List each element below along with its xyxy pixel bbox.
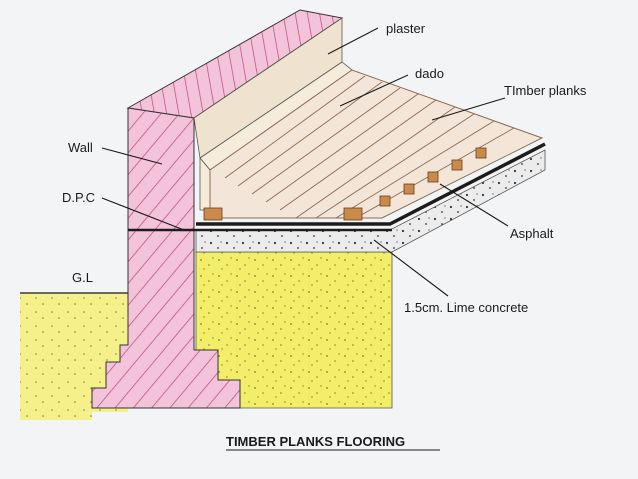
asphalt-label: Asphalt <box>510 226 554 241</box>
wall-leader <box>101 147 163 165</box>
dpc-leader <box>101 197 185 231</box>
plaster-label: plaster <box>386 21 426 36</box>
dpc-label: D.P.C <box>62 190 95 205</box>
timber-planks-leader <box>431 97 506 121</box>
wall-body <box>91 107 241 409</box>
diagram-title: TIMBER PLANKS FLOORING <box>226 434 405 449</box>
lime-concrete-label: 1.5cm. Lime concrete <box>404 300 528 315</box>
wall-label: Wall <box>68 140 93 155</box>
dado-label: dado <box>415 66 444 81</box>
lime-concrete-leader <box>373 239 449 297</box>
gl-label: G.L <box>72 270 93 285</box>
asphalt-leader <box>439 183 509 227</box>
asphalt-layer <box>196 142 546 226</box>
timber-planks-label: TImber planks <box>504 83 587 98</box>
dado-leader <box>339 74 409 107</box>
plaster-leader <box>327 27 379 55</box>
joist-ends <box>203 147 487 221</box>
